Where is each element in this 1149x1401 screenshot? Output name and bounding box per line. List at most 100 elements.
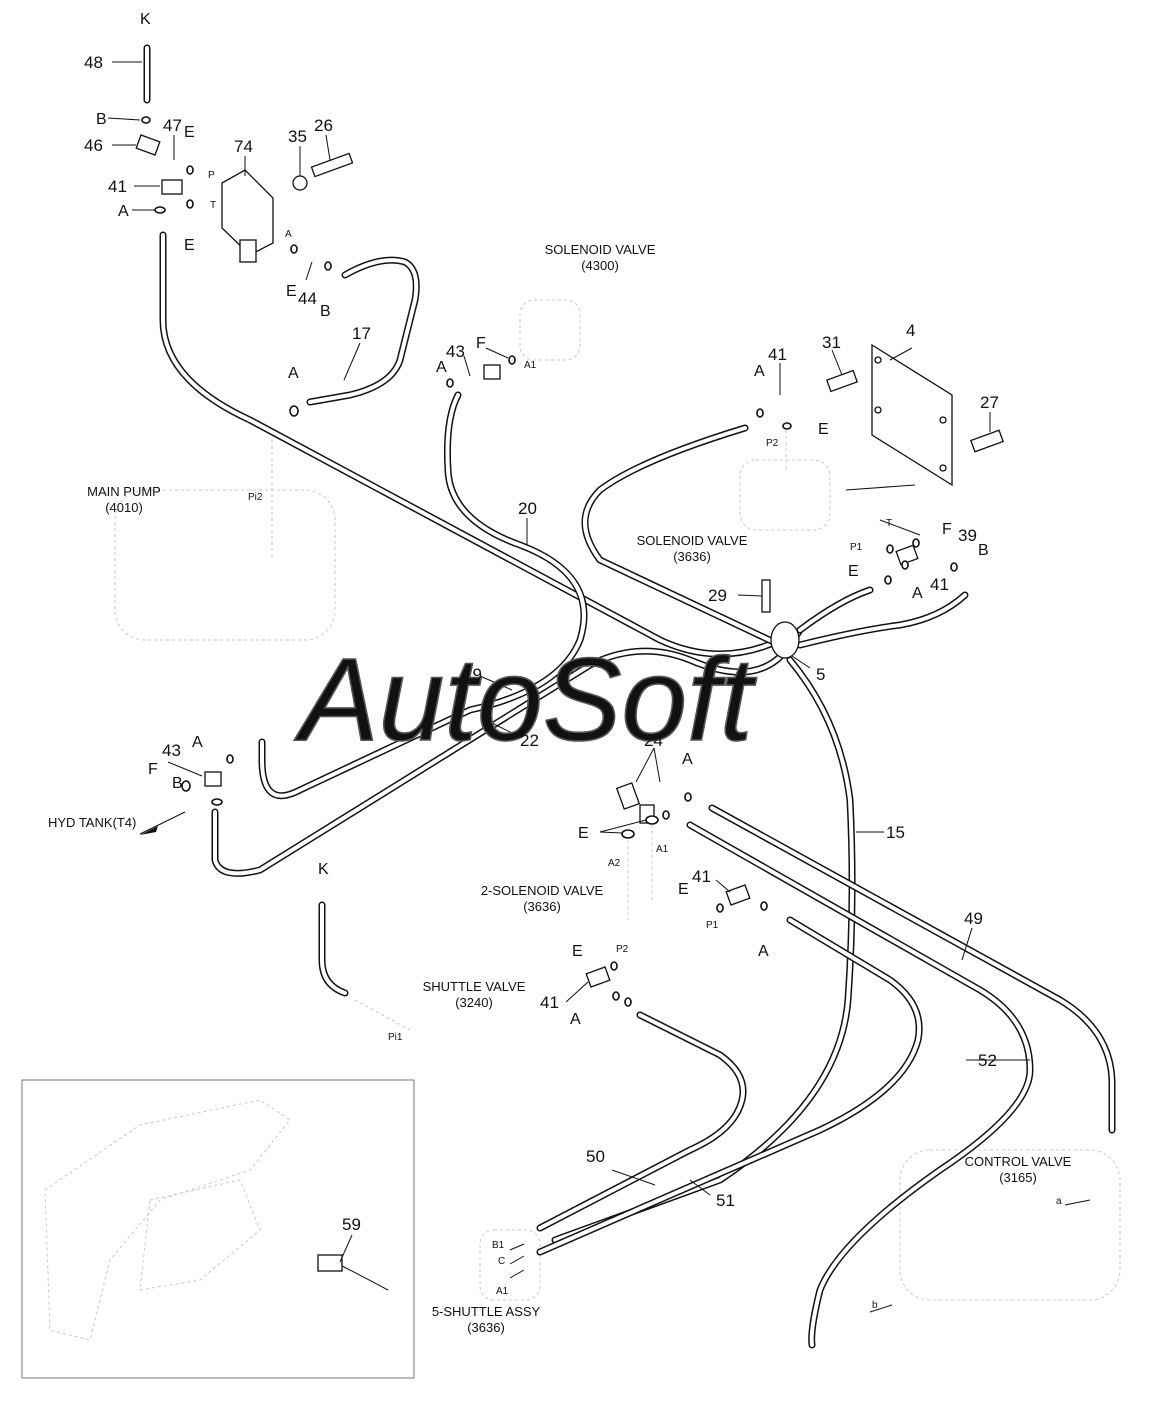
port-label: A2: [608, 858, 621, 869]
inset-view: [21, 1079, 415, 1379]
bolt-26: [310, 152, 354, 178]
part-number-labels: 48 46 47 74 35 26 41 44 17 43 4 31 41 27…: [84, 53, 999, 1234]
part-number: 50: [586, 1147, 605, 1166]
seal-letter: K: [318, 861, 329, 878]
part-number: 41: [108, 177, 127, 196]
fitting-27: [970, 429, 1004, 453]
part-number: 26: [314, 116, 333, 135]
seal-letter: F: [476, 335, 486, 352]
part-number: 27: [980, 393, 999, 412]
port-label: P2: [616, 944, 629, 955]
watermark: AutoSoft: [294, 634, 757, 766]
seal-letter: A: [192, 734, 203, 751]
seal-letter: K: [140, 11, 151, 28]
part-number: 44: [298, 289, 317, 308]
part-number: 39: [958, 526, 977, 545]
part-number: 4: [906, 321, 915, 340]
part-number: 15: [886, 823, 905, 842]
part-number: 35: [288, 127, 307, 146]
seal-letter: B: [978, 542, 989, 559]
seal-letter: E: [184, 124, 195, 141]
port-label: B1: [492, 1240, 505, 1251]
seal-letter: A: [758, 943, 769, 960]
part-number: 41: [692, 867, 711, 886]
control-valve-name: CONTROL VALVE: [965, 1154, 1072, 1169]
fitting-43a: [483, 364, 501, 380]
ghost-component-outlines: [114, 299, 1121, 1301]
seal-letter: E: [572, 943, 583, 960]
port-label: b: [872, 1300, 878, 1311]
port-label: C: [498, 1256, 505, 1267]
part-number: 41: [540, 993, 559, 1012]
port-label: Pi1: [388, 1032, 403, 1043]
part-number: 49: [964, 909, 983, 928]
seal-letter: B: [320, 303, 331, 320]
port-label: P1: [850, 542, 863, 553]
port-label: T: [886, 518, 892, 529]
part-number: 51: [716, 1191, 735, 1210]
solenoid-3636-code: (3636): [673, 549, 711, 564]
seal-letter: A: [436, 359, 447, 376]
seal-letter: A: [912, 585, 923, 602]
seal-letter: A: [118, 203, 129, 220]
solenoid-3636-name: SOLENOID VALVE: [637, 533, 748, 548]
port-label: A1: [656, 844, 669, 855]
port-label: A1: [524, 360, 537, 371]
main-pump-code: (4010): [105, 500, 143, 515]
main-pump-name: MAIN PUMP: [87, 484, 161, 499]
seal-letter-labels: K B E A E E B A A F A E F B E A A F B A …: [96, 11, 989, 1028]
fitting-31: [825, 369, 859, 393]
seal-letter: F: [942, 521, 952, 538]
seal-letter: A: [754, 363, 765, 380]
port-label: T: [210, 200, 216, 211]
washer-35: [292, 175, 308, 191]
control-valve-code: (3165): [999, 1170, 1037, 1185]
fitting-43b: [204, 771, 222, 787]
hyd-tank-label: HYD TANK(T4): [48, 815, 136, 830]
part-number: 5: [816, 665, 825, 684]
bolt-29: [761, 579, 771, 613]
hyd-tank-arrow: [140, 826, 158, 835]
hose-50: [536, 1011, 747, 1232]
seal-letter: A: [682, 751, 693, 768]
hose-5-right: [796, 586, 969, 649]
port-label: A1: [496, 1286, 509, 1297]
part-number: 74: [234, 137, 253, 156]
part-number: 43: [162, 741, 181, 760]
plate-4: [871, 343, 953, 487]
port-label: A: [285, 229, 292, 240]
part-number: 41: [930, 575, 949, 594]
hose-49: [708, 804, 1116, 1134]
fitting-41c: [895, 544, 919, 566]
port-label: P: [208, 170, 215, 181]
seal-letter: A: [570, 1011, 581, 1028]
port-label: P2: [766, 438, 779, 449]
part-number: 19: [463, 665, 482, 684]
seal-letter: E: [848, 563, 859, 580]
port-label: P1: [706, 920, 719, 931]
part-number: 20: [518, 499, 537, 518]
part-number: 31: [822, 333, 841, 352]
shuttle-valve-code: (3240): [455, 995, 493, 1010]
port-label: Pi2: [248, 492, 263, 503]
two-solenoid-code: (3636): [523, 899, 561, 914]
fitting-46: [135, 134, 161, 156]
part-number: 59: [342, 1215, 361, 1234]
port-label: a: [1056, 1196, 1062, 1207]
seal-letter: E: [578, 825, 589, 842]
hose-lines: [143, 44, 1116, 1349]
leader-lines: [107, 61, 1091, 1313]
solenoid-4300-name: SOLENOID VALVE: [545, 242, 656, 257]
seal-letter: E: [286, 283, 297, 300]
fitting-41d: [725, 884, 751, 906]
seal-letter: B: [96, 111, 107, 128]
part-number: 24: [644, 731, 663, 750]
hardware-parts: [135, 116, 1004, 1272]
connector-59: [317, 1254, 343, 1272]
part-number: 43: [446, 342, 465, 361]
seal-letter: F: [148, 761, 158, 778]
part-number: 41: [768, 345, 787, 364]
part-number: 52: [978, 1051, 997, 1070]
port-labels: P T A A1 P2 Pi2 T P1 A2 A1 P1 P2 Pi1 B1 …: [208, 170, 1062, 1311]
fitting-24: [615, 782, 641, 810]
